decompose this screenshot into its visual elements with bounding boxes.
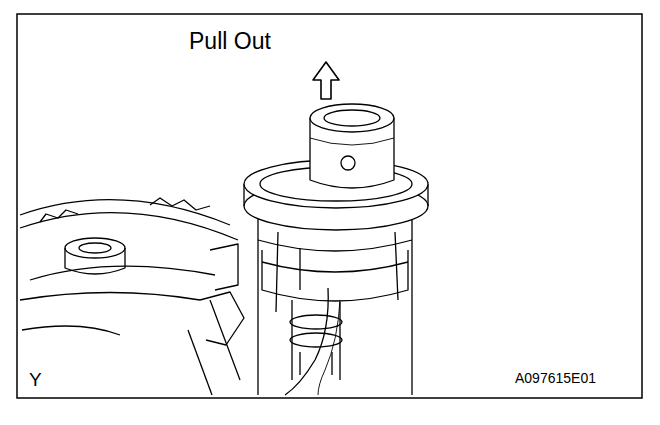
action-label: Pull Out [189, 30, 271, 53]
frame [17, 14, 642, 398]
view-letter: Y [29, 370, 42, 389]
housing [20, 198, 244, 395]
pull-arrow [313, 62, 339, 99]
plug-assembly [244, 104, 428, 395]
figure-code: A097615E01 [515, 371, 596, 385]
